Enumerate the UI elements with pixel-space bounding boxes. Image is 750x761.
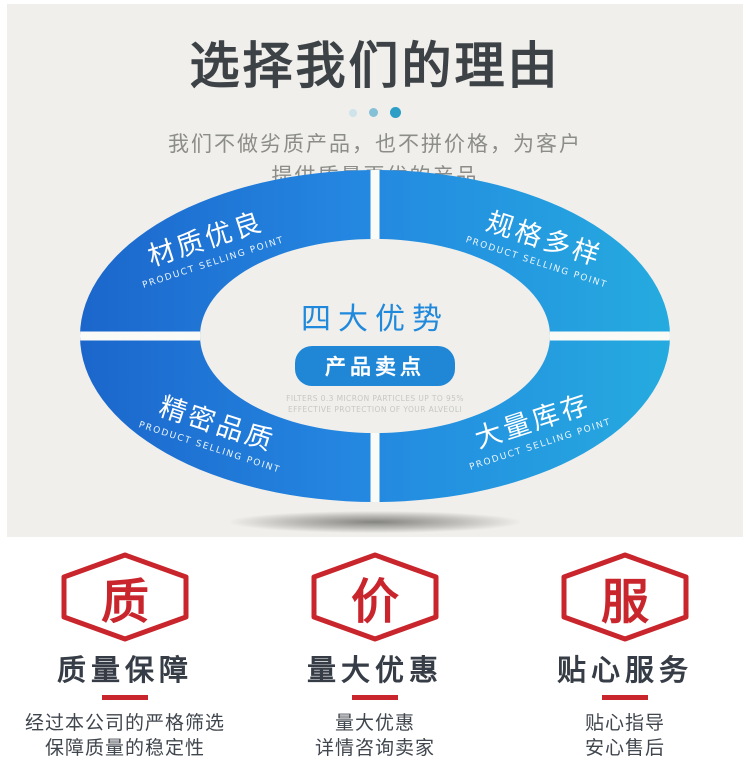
badge-character: 价	[350, 574, 399, 630]
feature-description: 量大优惠 详情咨询卖家	[250, 711, 500, 761]
feature-desc-line-2: 保障质量的稳定性	[44, 737, 205, 759]
badge-character: 服	[600, 574, 649, 630]
hexagon-badge-price: 价	[309, 552, 441, 642]
wheel-drop-shadow	[230, 511, 520, 533]
hexagon-badge-quality: 质	[59, 552, 191, 642]
hexagon-outline-icon	[561, 552, 689, 642]
center-note-line-2: EFFECTIVE PROTECTION OF YOUR ALVEOLI	[287, 404, 463, 414]
badge-character: 质	[100, 574, 149, 630]
feature-desc-line-1: 量大优惠	[334, 712, 415, 734]
feature-desc-line-2: 安心售后	[584, 737, 665, 759]
wheel-center-note: FILTERS 0.3 MICRON PARTICLES UP TO 95% E…	[75, 394, 675, 415]
feature-desc-line-1: 经过本公司的严格筛选	[24, 712, 225, 734]
hero-section: 选择我们的理由 我们不做劣质产品，也不拼价格，为客户 提供质量更优的产品	[7, 4, 743, 537]
wheel-center: 四大优势 产品卖点 FILTERS 0.3 MICRON PARTICLES U…	[75, 294, 675, 415]
selling-points-wheel: 材质优良 PRODUCT SELLING POINT 规格多样 PRODUCT …	[75, 166, 675, 506]
wheel-center-title: 四大优势	[301, 302, 449, 337]
feature-caring-service: 服 贴心服务 贴心指导 安心售后	[500, 552, 750, 761]
dot-icon	[369, 108, 378, 117]
feature-description: 贴心指导 安心售后	[500, 711, 750, 761]
feature-title: 贴心服务	[556, 653, 693, 687]
dot-icon	[349, 108, 357, 117]
dot-icon	[390, 107, 401, 118]
hexagon-badge-service: 服	[559, 552, 691, 642]
feature-title: 量大优惠	[306, 653, 443, 687]
red-divider	[352, 695, 398, 700]
subtitle-line-1: 我们不做劣质产品，也不拼价格，为客户	[168, 132, 582, 156]
wheel-center-pill: 产品卖点	[295, 346, 455, 386]
red-divider	[602, 695, 648, 700]
hexagon-outline-icon	[61, 552, 189, 642]
page-title: 选择我们的理由	[189, 37, 561, 95]
feature-desc-line-2: 详情咨询卖家	[314, 737, 435, 759]
feature-volume-discount: 价 量大优惠 量大优惠 详情咨询卖家	[250, 552, 500, 761]
feature-description: 经过本公司的严格筛选 保障质量的稳定性	[0, 711, 250, 761]
features-section: 质 质量保障 经过本公司的严格筛选 保障质量的稳定性 价 量大优惠 量大优惠 详…	[0, 545, 750, 759]
wheel-ring-graphic	[80, 170, 670, 502]
title-divider-dots	[7, 107, 743, 118]
center-note-line-1: FILTERS 0.3 MICRON PARTICLES UP TO 95%	[286, 394, 464, 403]
feature-quality-guarantee: 质 质量保障 经过本公司的严格筛选 保障质量的稳定性	[0, 552, 250, 761]
red-divider	[102, 695, 148, 700]
hexagon-outline-icon	[311, 552, 439, 642]
feature-desc-line-1: 贴心指导	[584, 712, 665, 734]
feature-title: 质量保障	[56, 653, 193, 687]
